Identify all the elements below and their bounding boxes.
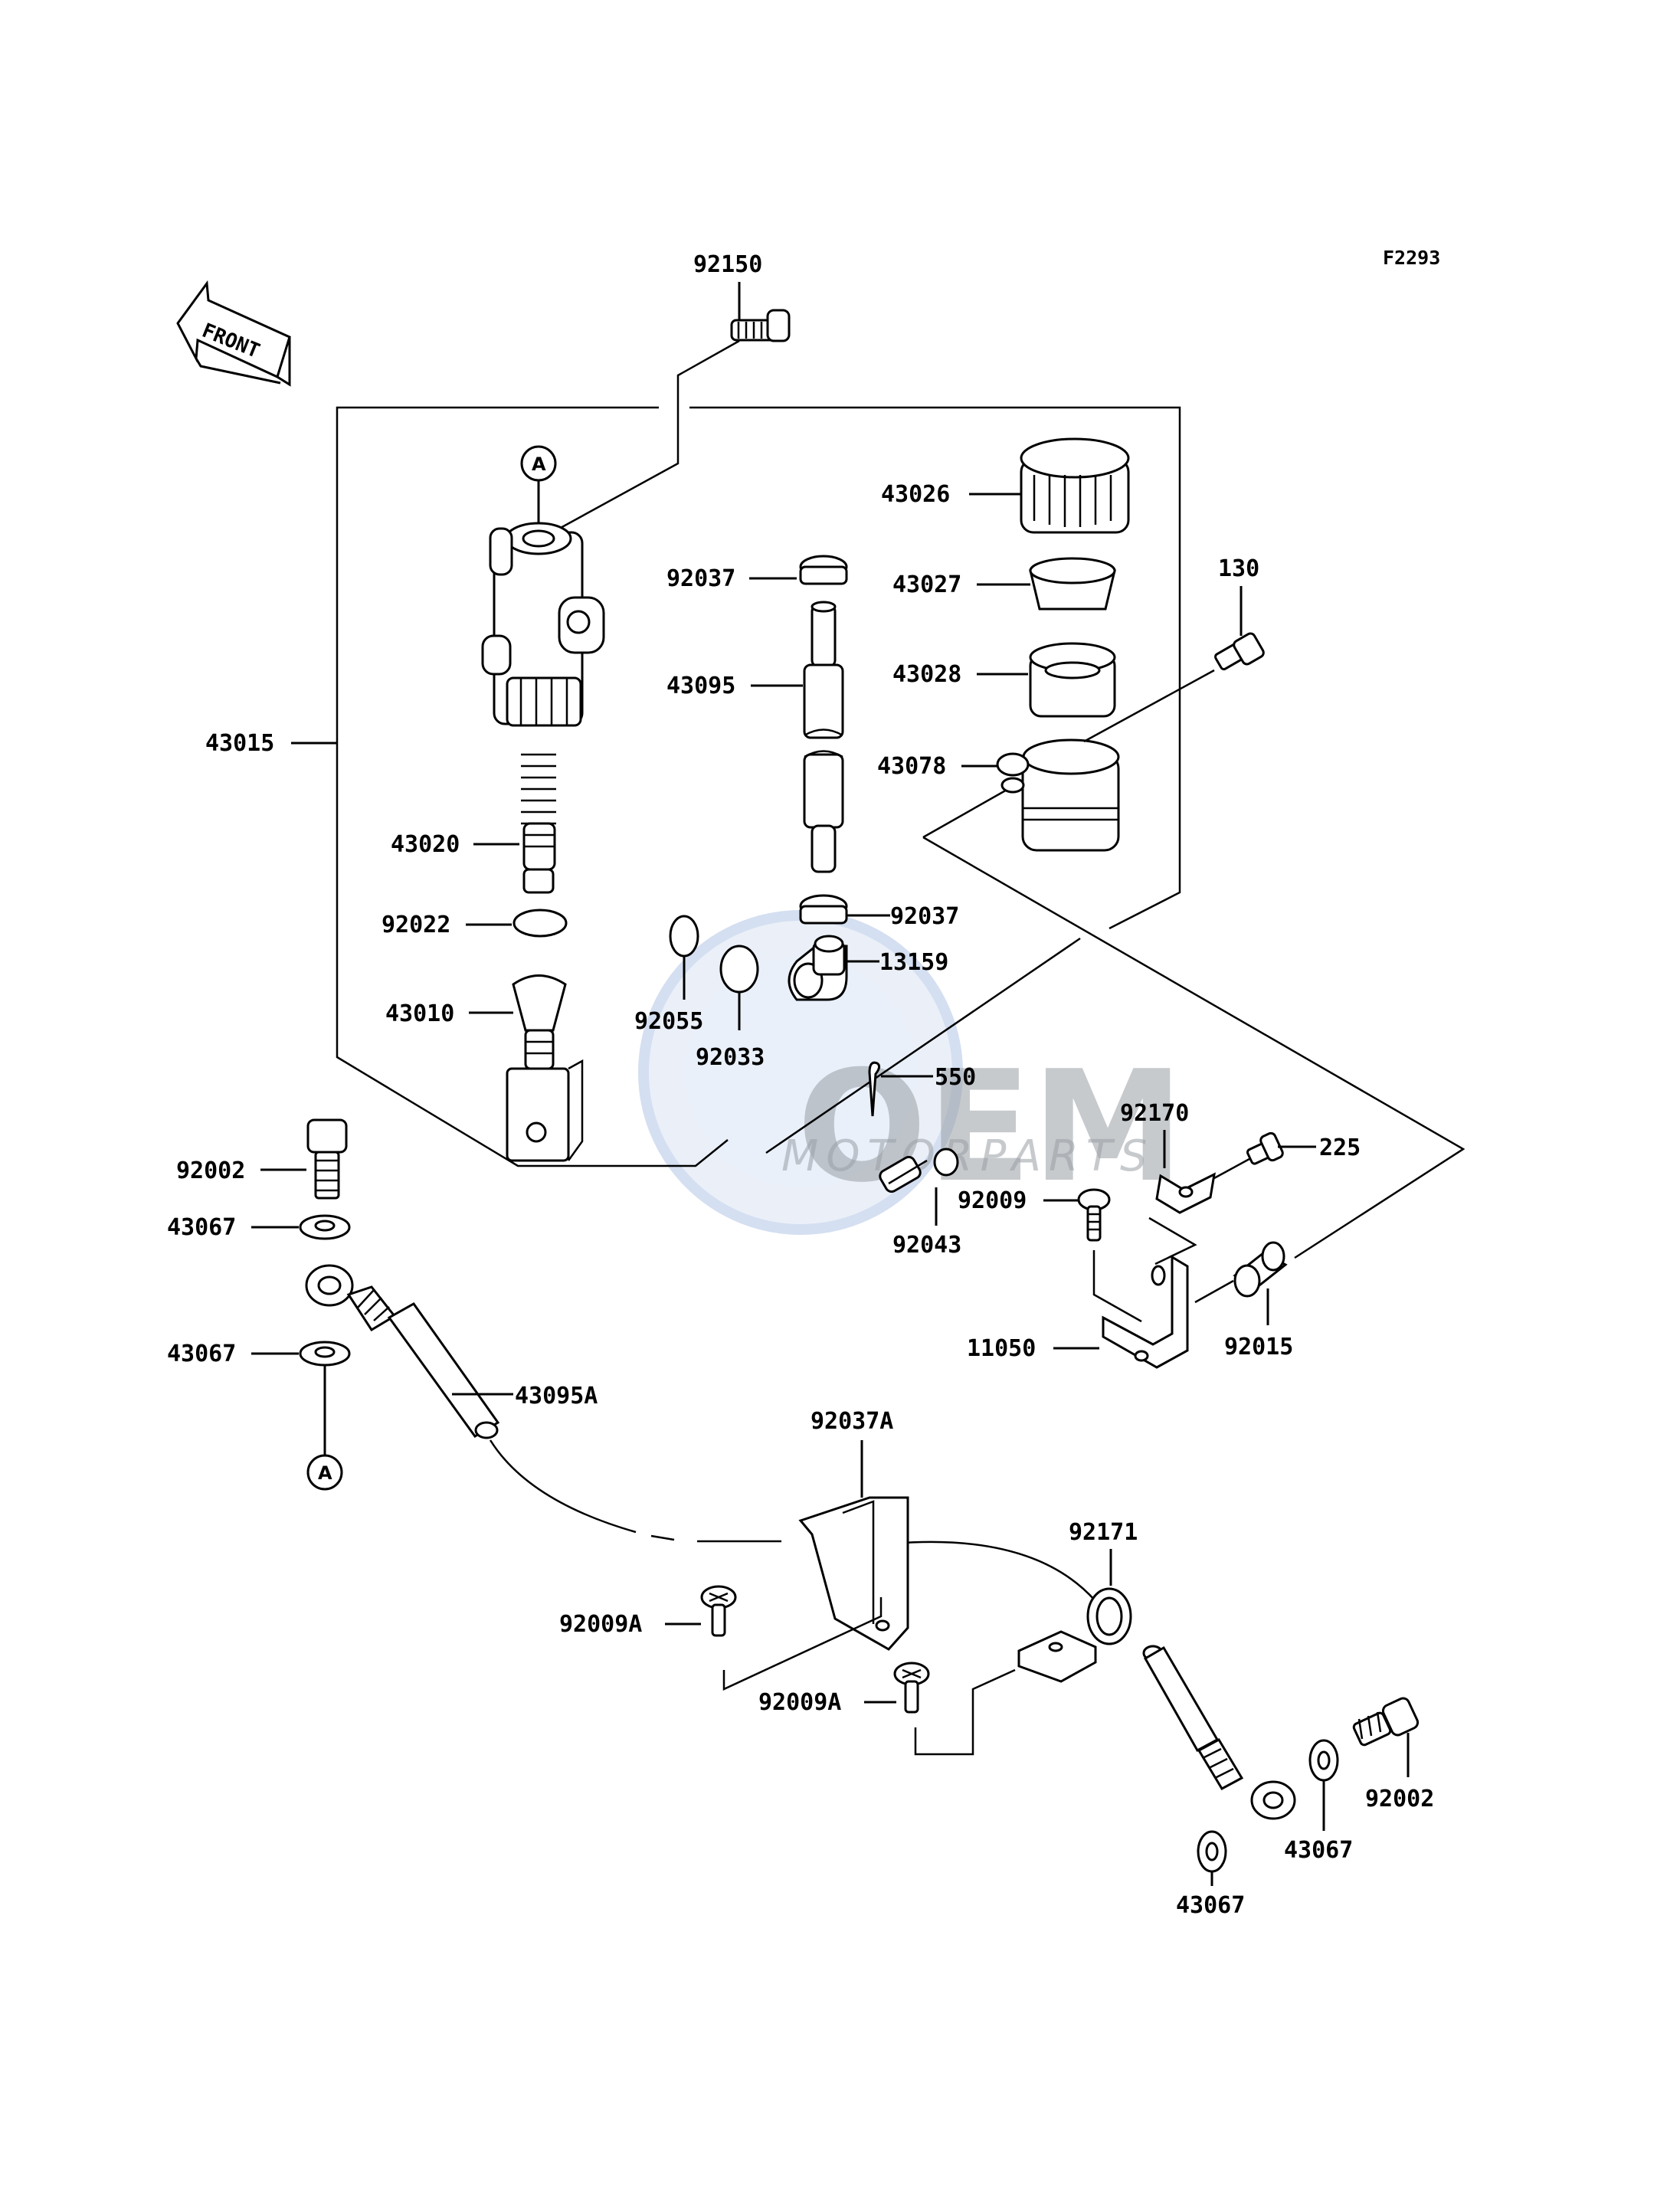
label-550: 550 <box>935 1064 976 1091</box>
label-43010: 43010 <box>385 1000 454 1027</box>
label-43067-d: 43067 <box>1176 1892 1245 1919</box>
part-43015-cylinder-body: 43015 <box>205 522 605 757</box>
label-43028: 43028 <box>892 661 961 688</box>
label-92043: 92043 <box>892 1232 961 1259</box>
label-43078: 43078 <box>877 753 946 780</box>
label-92170: 92170 <box>1120 1100 1189 1127</box>
part-43067-washer-c: 43067 <box>1284 1739 1353 1864</box>
part-92037A-hose-guide: 92037A <box>722 1408 909 1691</box>
label-92037-mid: 92037 <box>890 903 959 930</box>
part-92170-clip-bracket: 92170 <box>1120 1100 1216 1214</box>
part-43027-diaphragm-plate: 43027 <box>892 557 1116 611</box>
label-225: 225 <box>1319 1135 1361 1161</box>
label-92009A-right: 92009A <box>758 1689 841 1716</box>
label-11050: 11050 <box>967 1335 1036 1362</box>
part-43020-piston-spring: 43020 <box>391 753 556 894</box>
part-92009A-screw-left: 92009A <box>559 1585 737 1638</box>
label-92037-top: 92037 <box>666 565 735 592</box>
label-43020: 43020 <box>391 831 460 858</box>
part-92037-mid-clamp: 92037 <box>799 894 959 930</box>
label-92002-left: 92002 <box>176 1157 245 1184</box>
part-92055-o-ring: 92055 <box>634 915 703 1035</box>
label-92015: 92015 <box>1224 1334 1293 1360</box>
part-130-bolt: 130 <box>1083 555 1265 743</box>
part-43067-washer-d: 43067 <box>1176 1830 1245 1919</box>
part-550-cotter-pin: 550 <box>868 1061 976 1117</box>
part-43028-diaphragm: 43028 <box>892 642 1116 718</box>
part-43095A-brake-hose: 43095A <box>305 1264 1096 1602</box>
part-43067-washer-b: 43067 <box>167 1341 351 1367</box>
label-92022: 92022 <box>382 912 450 938</box>
part-43010-push-rod: 43010 <box>385 974 584 1162</box>
label-43067-c: 43067 <box>1284 1837 1353 1864</box>
front-arrow-icon: FRONT <box>176 280 291 387</box>
label-92037A: 92037A <box>811 1408 893 1435</box>
label-43067-b: 43067 <box>167 1341 236 1367</box>
part-43095-reservoir-hose: 43095 <box>666 601 844 873</box>
part-92022-circlip: 92022 <box>382 909 568 938</box>
label-130: 130 <box>1218 555 1259 582</box>
part-brake-hose-right-end <box>1142 1645 1296 1820</box>
label-92009: 92009 <box>958 1187 1027 1214</box>
label-43015: 43015 <box>205 730 274 757</box>
part-43078-reservoir: 43078 <box>877 738 1120 852</box>
part-92171-clamp: 92171 <box>1017 1519 1138 1683</box>
part-92043-pin: 92043 <box>879 1148 961 1259</box>
label-92055: 92055 <box>634 1008 703 1035</box>
part-92009-screw: 92009 <box>958 1187 1142 1323</box>
ref-a-bottom-label: A <box>318 1462 332 1484</box>
label-13159: 13159 <box>879 949 948 976</box>
part-92002-banjo-bolt-right: 92002 <box>1352 1697 1434 1812</box>
ref-a-top-label: A <box>532 453 546 475</box>
ref-circle-a-bottom: A <box>306 1365 343 1491</box>
figure-code: F2293 <box>1383 247 1440 269</box>
label-43027: 43027 <box>892 571 961 598</box>
watermark-brand: OEM <box>797 1038 1184 1216</box>
part-92037-top-clamp: 92037 <box>666 555 848 592</box>
part-225-screw: 225 <box>1213 1131 1361 1180</box>
label-92171: 92171 <box>1069 1519 1138 1546</box>
label-92033: 92033 <box>696 1044 765 1071</box>
label-92150: 92150 <box>693 251 762 278</box>
label-43095A: 43095A <box>515 1383 598 1410</box>
label-43067-a: 43067 <box>167 1214 236 1241</box>
watermark-subtitle: MOTORPARTS <box>781 1131 1155 1181</box>
label-43026: 43026 <box>881 481 950 508</box>
part-92009A-screw-right: 92009A <box>758 1662 1016 1756</box>
label-92002-right: 92002 <box>1365 1786 1434 1812</box>
assembly-outline <box>336 406 1465 1259</box>
part-92033-circlip: 92033 <box>696 945 765 1071</box>
part-92015-collar: 92015 <box>1194 1241 1293 1360</box>
part-43026-reservoir-cap: 43026 <box>881 437 1130 534</box>
part-11050-bracket: 11050 <box>967 1216 1197 1369</box>
label-43095: 43095 <box>666 673 735 699</box>
part-92002-banjo-bolt-left: 92002 <box>176 1118 348 1200</box>
label-92009A-left: 92009A <box>559 1611 642 1638</box>
part-43067-washer-a: 43067 <box>167 1214 351 1241</box>
ref-circle-a-top: A <box>520 445 557 525</box>
oem-motorparts-watermark: OEM MOTORPARTS <box>638 910 1184 1235</box>
part-13159-elbow-fitting: 13159 <box>788 935 948 1001</box>
part-92150-bolt: 92150 <box>558 251 791 530</box>
